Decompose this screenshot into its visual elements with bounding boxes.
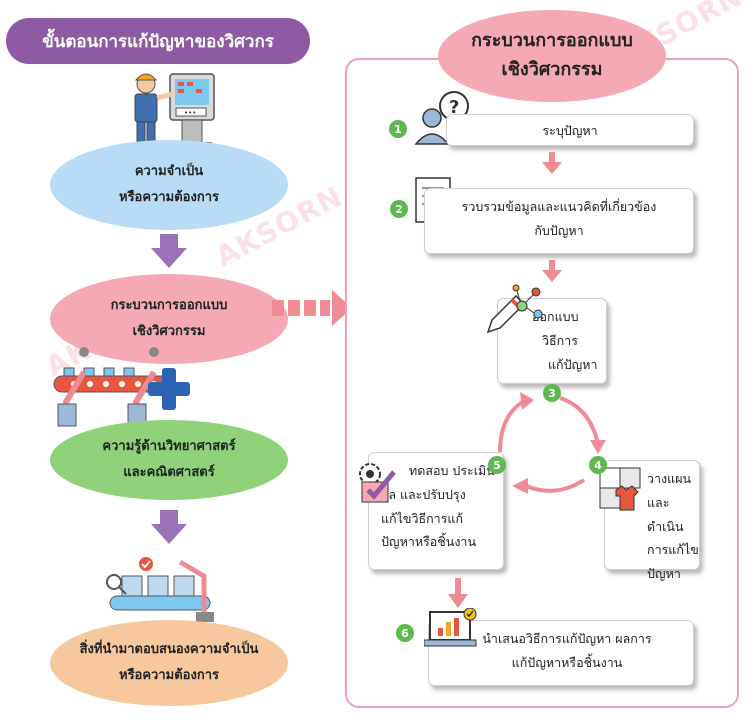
step-4-text-2: และดำเนิน [647, 494, 684, 534]
down-arrow-icon [151, 510, 187, 544]
step-3-text-2: วิธีการ [542, 332, 578, 348]
science-math-ellipse: ความรู้ด้านวิทยาศาสตร์ และคณิตศาสตร์ [50, 420, 288, 500]
step-4-text-1: วางแผน [647, 471, 692, 486]
step-3-text-1: ออกแบบ [532, 309, 579, 324]
right-title: กระบวนการออกแบบ เชิงวิศวกรรม [438, 10, 666, 102]
step-1-box: ระบุปัญหา [446, 114, 694, 146]
step-1-text: ระบุปัญหา [542, 123, 598, 138]
design-line-2: เชิงวิศวกรรม [132, 324, 206, 339]
puzzle-shirt-icon [599, 467, 641, 511]
right-title-line-2: เชิงวิศวกรรม [501, 59, 603, 80]
person-question-icon: ? [414, 91, 469, 145]
step-6-text-1: นำเสนอวิธีการแก้ปัญหา ผลการ [482, 631, 652, 646]
science-line-2: และคณิตศาสตร์ [123, 465, 215, 480]
design-process-ellipse: กระบวนการออกแบบ เชิงวิศวกรรม [50, 274, 288, 364]
production-line-illustration [106, 557, 214, 622]
right-title-line-1: กระบวนการออกแบบ [471, 30, 633, 52]
svg-text:•••: ••• [184, 109, 196, 117]
arrow-down-icon [542, 152, 562, 174]
science-line-1: ความรู้ด้านวิทยาศาสตร์ [102, 439, 236, 454]
engineer-illustration: ••• [134, 73, 215, 147]
need-line-2: หรือความต้องการ [119, 190, 219, 205]
step-6-number: 6 [396, 624, 414, 642]
step-2-number: 2 [390, 200, 408, 218]
step-2-text-1: รวบรวมข้อมูลและแนวคิดที่เกี่ยวข้อง [461, 199, 657, 214]
step-2-text-2: กับปัญหา [534, 222, 584, 238]
pencil-network-icon [486, 284, 543, 334]
robot-arm-illustration [53, 347, 175, 427]
step-4-text-3: การแก้ไข [647, 542, 699, 558]
step-5-text-1: ทดสอบ ประเมิน [409, 463, 495, 478]
plus-icon [148, 368, 190, 410]
step-5-text-4: ปัญหาหรือชิ้นงาน [381, 534, 477, 550]
step-6-text-2: แก้ปัญหาหรือชิ้นงาน [511, 654, 623, 670]
step-4-text-4: ปัญหา [647, 566, 681, 581]
down-arrow-icon [151, 234, 187, 268]
step-5-box: ทดสอบ ประเมิน ผล และปรับปรุง แก้ไขวิธีกา… [368, 452, 504, 570]
arrow-down-icon [542, 260, 562, 282]
step-5-text-3: แก้ไขวิธีการแก้ [381, 510, 464, 526]
left-title: ขั้นตอนการแก้ปัญหาของวิศวกร [6, 18, 310, 64]
cycle-arrows-icon [498, 392, 606, 494]
dashed-right-arrow-icon [272, 290, 352, 326]
svg-text:?: ? [449, 97, 459, 118]
result-line-2: หรือความต้องการ [119, 668, 219, 683]
step-4-number: 4 [589, 456, 607, 474]
step-2-box: รวบรวมข้อมูลและแนวคิดที่เกี่ยวข้อง กับปั… [424, 188, 694, 254]
step-5-number: 5 [488, 456, 506, 474]
need-ellipse: ความจำเป็น หรือความต้องการ [50, 140, 288, 230]
step-5-text-2: ผล และปรับปรุง [381, 486, 466, 502]
step-1-number: 1 [389, 120, 407, 138]
laptop-chart-icon [424, 608, 477, 647]
result-line-1: สิ่งที่นำมาตอบสนองความจำเป็น [79, 642, 259, 657]
step-3-text-3: แก้ปัญหา [548, 356, 598, 372]
gear-check-icon [359, 463, 396, 503]
step-6-box: นำเสนอวิธีการแก้ปัญหา ผลการ แก้ปัญหาหรือ… [428, 620, 694, 686]
need-line-1: ความจำเป็น [134, 164, 204, 179]
result-ellipse: สิ่งที่นำมาตอบสนองความจำเป็น หรือความต้อ… [50, 620, 288, 706]
design-line-1: กระบวนการออกแบบ [110, 298, 228, 313]
step-3-number: 3 [543, 384, 561, 402]
arrow-down-icon [448, 578, 468, 608]
